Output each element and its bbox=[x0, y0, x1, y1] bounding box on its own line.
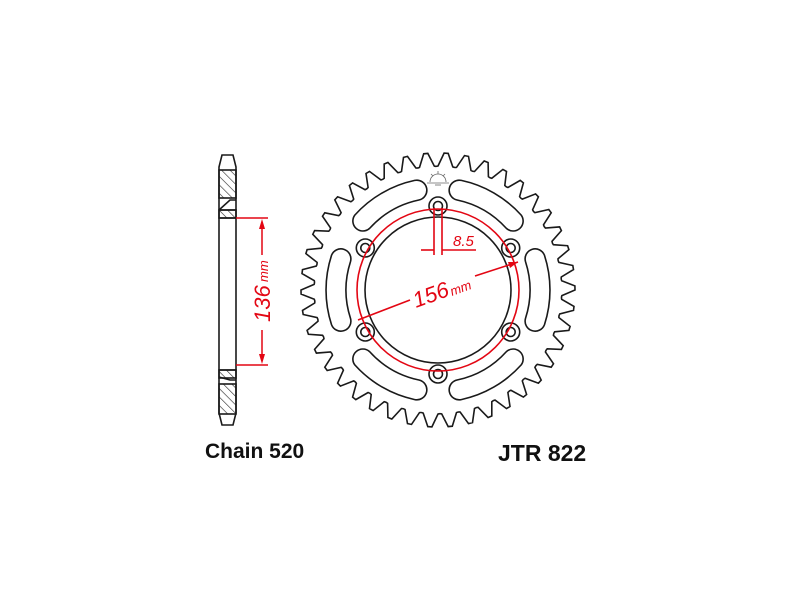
lightening-slot bbox=[448, 179, 524, 232]
sun-logo-icon bbox=[427, 171, 449, 186]
lightening-slot bbox=[325, 248, 352, 332]
bolt-hole bbox=[432, 368, 444, 380]
lightening-slot bbox=[448, 348, 524, 401]
bolt-hole-outer bbox=[428, 196, 448, 216]
bolt-hole-outer bbox=[355, 322, 376, 342]
bolt-hole bbox=[432, 200, 444, 212]
bolt-hole bbox=[359, 242, 371, 254]
bolt-hole bbox=[359, 326, 371, 338]
pcd-arrow bbox=[508, 262, 518, 268]
bolt-hole-outer bbox=[500, 322, 521, 342]
inner-bore-dimension bbox=[236, 217, 268, 366]
part-number-label: JTR 822 bbox=[498, 440, 587, 466]
lightening-slot bbox=[352, 179, 428, 232]
center-bore bbox=[364, 216, 512, 364]
side-view bbox=[218, 154, 237, 426]
bolt-hole-outer bbox=[428, 364, 448, 384]
lightening-slot bbox=[524, 248, 551, 332]
pcd-unit: mm bbox=[448, 277, 474, 299]
chain-label: Chain 520 bbox=[205, 440, 305, 463]
bolt-hole-outer bbox=[355, 238, 376, 258]
bolt-hole bbox=[505, 326, 517, 338]
bolt-hole-value: 8.5 bbox=[453, 233, 475, 250]
pcd-value: 156 bbox=[409, 276, 453, 312]
lightening-slot bbox=[352, 348, 428, 401]
inner-bore-unit: mm bbox=[256, 260, 271, 282]
bolt-hole-outer bbox=[500, 238, 521, 258]
sprocket-teeth-outline bbox=[300, 152, 576, 428]
bolt-hole bbox=[505, 242, 517, 254]
front-view bbox=[300, 152, 576, 428]
inner-bore-value: 136 bbox=[250, 285, 275, 322]
